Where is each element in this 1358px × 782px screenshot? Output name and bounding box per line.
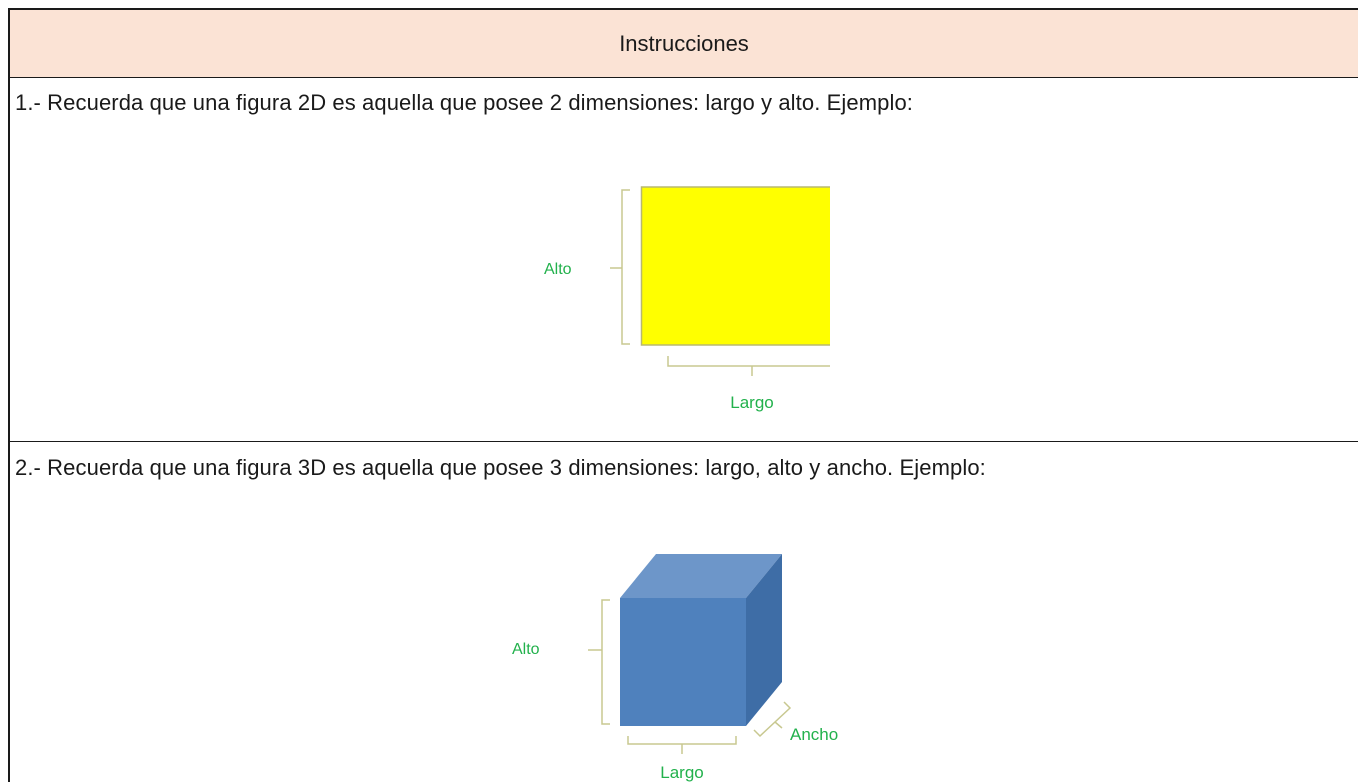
alto-bracket-3d xyxy=(588,599,610,725)
figure-2d-square: Alto Largo xyxy=(544,186,830,412)
instructions-table: Instrucciones 1.- Recuerda que una figur… xyxy=(8,8,1358,782)
alto-label-3d: Alto xyxy=(512,641,540,658)
square-shape xyxy=(640,186,830,346)
instruction-row-2d: 1.- Recuerda que una figura 2D es aquell… xyxy=(10,78,1358,442)
cube-side-face xyxy=(746,554,782,726)
header-title: Instrucciones xyxy=(619,30,749,56)
instruction-row-3d: 2.- Recuerda que una figura 3D es aquell… xyxy=(10,443,1358,782)
table-header: Instrucciones xyxy=(10,10,1358,78)
figure-3d-cube: Alto Largo Ancho xyxy=(512,554,838,782)
ancho-bracket xyxy=(753,701,792,738)
largo-bracket xyxy=(667,356,830,376)
alto-label: Alto xyxy=(544,261,572,278)
alto-bracket xyxy=(610,189,630,345)
cube-top-face xyxy=(620,554,782,598)
instruction-text-2d: 1.- Recuerda que una figura 2D es aquell… xyxy=(15,90,914,115)
ancho-label: Ancho xyxy=(790,725,838,744)
largo-bracket-3d xyxy=(627,736,737,754)
largo-label-3d: Largo xyxy=(660,763,703,782)
cube-front-face xyxy=(620,598,746,726)
largo-label: Largo xyxy=(730,393,773,412)
instruction-text-3d: 2.- Recuerda que una figura 3D es aquell… xyxy=(15,455,986,480)
